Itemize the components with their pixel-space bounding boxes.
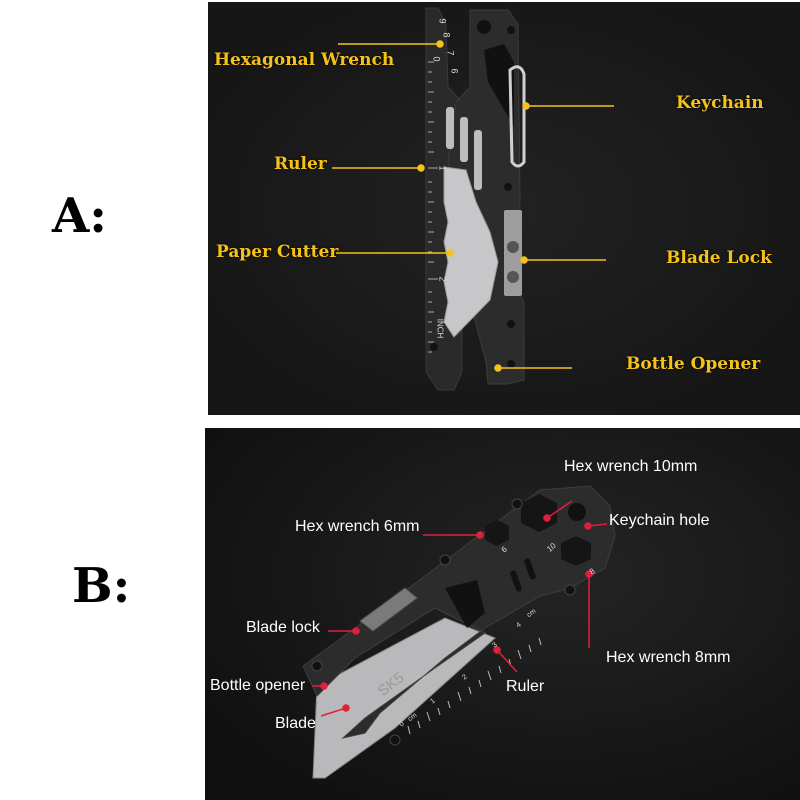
keychain-clip — [508, 65, 526, 168]
keychain-hole — [568, 503, 586, 521]
hex-wrench-8mm — [561, 536, 591, 566]
ruler-ticks — [407, 637, 542, 735]
callout-blade: Blade — [275, 715, 316, 732]
screw-hole — [507, 320, 515, 328]
blade-window — [445, 580, 485, 628]
callout-paper-cutter: Paper Cutter — [216, 242, 339, 262]
screw-icon — [507, 241, 519, 253]
callout-blade-lock: Blade lock — [246, 619, 320, 636]
slot — [446, 107, 454, 149]
slot — [524, 558, 536, 580]
panel-b-product-photo: 6 10 8 SK5 0 cm 1 2 3 4 cm Hex wrench 10… — [205, 428, 800, 800]
callout-keychain-hole: Keychain hole — [609, 512, 710, 529]
slot — [510, 570, 522, 592]
callout-bottle-opener: Bottle opener — [210, 677, 306, 694]
callout-leaders-b — [312, 500, 608, 717]
hex-wrench-6mm — [485, 520, 509, 546]
slot — [460, 117, 468, 162]
panel-b-label: B: — [72, 558, 131, 614]
screw-icon — [311, 660, 323, 672]
callout-blade-lock: Blade Lock — [666, 248, 772, 268]
paper-cutter-blade — [443, 166, 499, 338]
callout-hex-wrench-6mm: Hex wrench 6mm — [295, 518, 420, 535]
callout-leaders-a — [332, 40, 614, 372]
blade-lock-slider — [359, 587, 418, 632]
panel-a-label: A: — [52, 188, 107, 244]
hex-wrench-10mm — [521, 494, 557, 532]
panel-a-product-photo: 9 8 7 6 0 1 2 INCH Hexagonal Wrench Keyc… — [208, 2, 800, 415]
screw-hole — [507, 26, 515, 34]
screw-icon — [511, 498, 523, 510]
screw-icon — [389, 734, 401, 746]
wrench-mark: 6 — [449, 68, 460, 74]
ruler-zero-mark: 0 — [431, 56, 442, 62]
wrench-mark: 8 — [441, 32, 452, 38]
ruler-inch-2: 2 — [437, 276, 448, 282]
callout-hex-wrench-8mm: Hex wrench 8mm — [606, 649, 731, 666]
multitool-b-illustration — [302, 485, 616, 779]
wrench-mark: 9 — [437, 18, 448, 24]
wrench-mark: 7 — [445, 50, 456, 56]
callout-keychain: Keychain — [676, 93, 764, 113]
ruler-unit-label: INCH — [435, 318, 445, 339]
callout-ruler: Ruler — [274, 154, 327, 174]
ruler-inch-1: 1 — [437, 165, 448, 171]
callout-bottle-opener: Bottle Opener — [626, 354, 761, 374]
callout-ruler: Ruler — [506, 678, 545, 695]
slot — [474, 130, 482, 190]
screw-icon — [564, 584, 576, 596]
multitool-a-illustration — [332, 7, 614, 391]
keychain-hole — [477, 20, 491, 34]
screw-icon — [439, 554, 451, 566]
callout-hexagonal-wrench: Hexagonal Wrench — [214, 50, 395, 70]
screw-icon — [507, 271, 519, 283]
ruler-ticks — [428, 61, 438, 353]
screw-hole — [507, 360, 515, 368]
callout-hex-wrench-10mm: Hex wrench 10mm — [564, 458, 698, 475]
screw-hole — [504, 183, 512, 191]
keychain-opening — [484, 44, 514, 127]
screw-hole — [430, 343, 438, 351]
